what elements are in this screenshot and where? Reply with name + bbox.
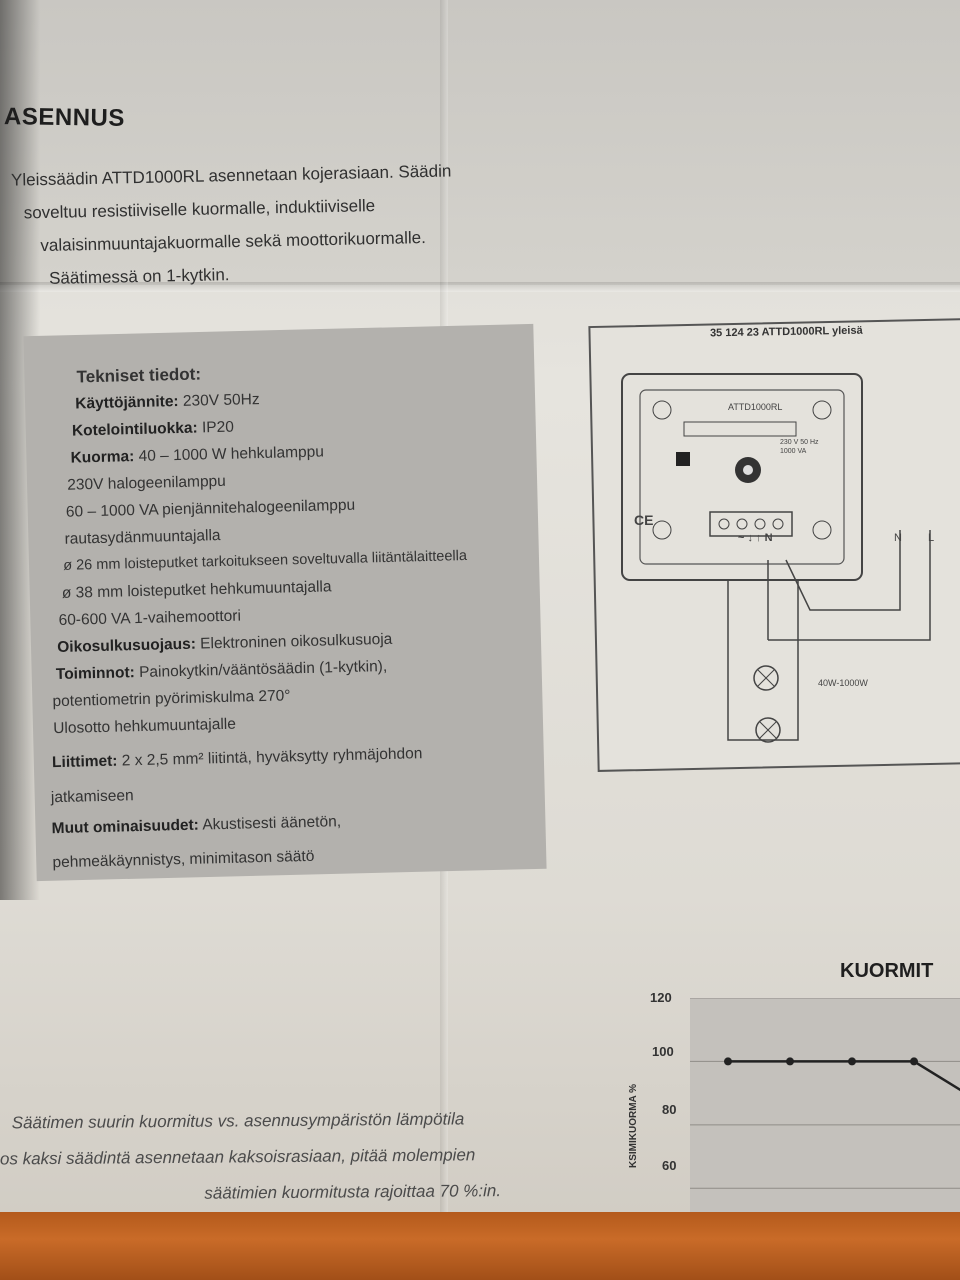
spec-value: Ulosotto hehkumuuntajalle [53,715,237,738]
spec-value: 40 – 1000 W hehkulamppu [138,443,325,465]
paper-fold-horizontal [0,282,960,292]
spec-label: Käyttöjännite: [75,392,179,413]
spec-label: Muut ominaisuudet: [51,816,200,838]
screw-icon [652,400,672,420]
live-label: L [928,532,935,544]
y-tick-label: 80 [662,1102,677,1117]
spec-label: Toiminnot: [55,664,136,684]
knob-center [743,465,753,475]
data-point [848,1057,856,1066]
y-axis-label: KSIMIKUORMA % [628,1083,639,1168]
terminal-screw [772,518,784,530]
neutral-label: N [894,532,902,544]
y-tick-label: 120 [650,990,672,1005]
spec-value: Elektroninen oikosulkusuoja [199,630,393,653]
diagram-model-label: ATTD1000RL [728,402,783,412]
instruction-sheet: ASENNUS Yleissäädin ATTD1000RL asennetaa… [0,0,960,1220]
data-point [786,1057,794,1066]
tech-title: Tekniset tiedot: [76,364,202,387]
data-point [724,1057,732,1066]
diagram-terminals-label: ~ ↓ ↑ N [738,532,773,544]
switch-icon [676,452,690,466]
spec-label: Oikosulkusuojaus: [57,635,197,657]
spec-label: Liittimet: [51,752,118,772]
spec-value: 60-600 VA 1-vaihemoottori [58,607,242,629]
dimmer-plate [639,389,845,565]
terminal-block [709,511,793,537]
screw-icon [812,400,832,420]
spec-value: jatkamiseen [50,787,134,807]
spec-label: Kotelointiluokka: [71,419,198,440]
y-tick-label: 60 [662,1158,677,1173]
spec-value: 230V halogeenilamppu [67,472,227,494]
lamp-icon [755,717,781,743]
spec-value: rautasydänmuuntajalla [64,527,221,548]
y-tick-label: 100 [652,1044,674,1059]
load-note: Säätimen suurin kuormitus vs. asennusymp… [0,1101,570,1214]
terminal-screw [718,518,730,530]
note-line: säätimien kuormitusta rajoittaa 70 %:in. [204,1181,502,1203]
wire-live [768,530,931,641]
lamp-cross [759,721,777,739]
ce-mark: CE [634,512,654,528]
table-surface [0,1212,960,1280]
spec-value: Akustisesti äänetön, [202,813,342,834]
chart-svg [690,998,960,1189]
wiring-diagram [621,373,931,743]
cable-channel [727,579,799,741]
note-line: Säätimen suurin kuormitus vs. asennusymp… [11,1109,465,1133]
chart-title: KUORMIT [840,960,934,982]
terminal-screw [736,518,748,530]
top-band [0,0,960,285]
wire-neutral [785,530,901,611]
spec-row: rautasydänmuuntajalla [64,527,220,549]
data-point [910,1057,918,1066]
diagram-spec-label: 230 V 50 Hz 1000 VA [780,439,819,455]
screw-icon [652,520,672,540]
load-label: 40W-1000W [818,678,868,688]
terminal-screw [754,518,766,530]
spec-value: 230V 50Hz [182,391,260,410]
note-line: os kaksi säädintä asennetaan kaksoisrasi… [0,1145,476,1169]
intro-paragraph: Yleissäädin ATTD1000RL asennetaan kojera… [11,152,554,295]
section-heading: ASENNUS [3,103,126,132]
spec-label: Kuorma: [70,448,135,467]
lamp-icon [753,665,779,691]
spec-value: IP20 [201,418,235,437]
spec-row: jatkamiseen [51,787,134,807]
chart-plot-area [690,998,960,1220]
lamp-cross [757,669,775,687]
series-line [728,1060,960,1092]
screw-icon [812,520,832,540]
label-strip [683,421,797,437]
